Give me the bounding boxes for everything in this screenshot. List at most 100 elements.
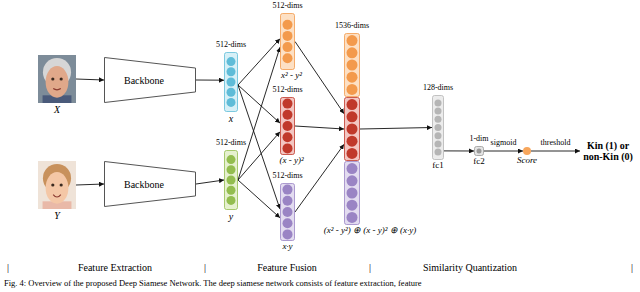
arrow-connector xyxy=(238,47,280,180)
vector-unit xyxy=(283,229,293,239)
vector-segment xyxy=(281,98,295,155)
backbone-block: Backbone xyxy=(104,57,196,103)
vector-graphic xyxy=(474,146,484,156)
arrow-connector xyxy=(196,180,224,184)
fc-layer: 128-dimsfc1 xyxy=(432,95,444,160)
trapezoid xyxy=(105,58,196,103)
vector-label: (x - y)² xyxy=(279,156,303,166)
vector-segment xyxy=(345,162,360,225)
score-dot: Score xyxy=(523,147,531,155)
vector-label: (x² - y²) ⊕ (x - y)² ⊕ (x·y) xyxy=(324,226,416,236)
vector-unit xyxy=(435,108,442,115)
eye xyxy=(51,183,54,186)
text-holder: Backbone xyxy=(104,57,196,103)
arrow-connector xyxy=(76,79,104,80)
vector-graphic xyxy=(280,183,295,241)
arrow-connector xyxy=(295,42,344,114)
vector-frame xyxy=(225,151,238,210)
vector-unit xyxy=(347,148,358,159)
vector-unit xyxy=(347,212,358,223)
mouth xyxy=(53,89,61,90)
vector-unit xyxy=(227,176,236,185)
vector-unit xyxy=(347,163,358,174)
vector-unit xyxy=(347,200,358,211)
vector-graphic xyxy=(432,95,444,160)
vector-frame xyxy=(345,34,360,97)
vector-segment xyxy=(475,147,484,156)
vector-unit xyxy=(477,149,482,154)
vector-unit xyxy=(227,196,236,205)
figure-caption: Fig. 4: Overview of the proposed Deep Si… xyxy=(4,279,422,288)
vector-unit xyxy=(283,185,293,195)
vector-unit xyxy=(227,78,236,87)
node-label: Kin (1) or non-Kin (0) xyxy=(580,140,636,162)
dimension-label: 512-dims xyxy=(216,139,246,148)
vector-unit xyxy=(283,121,293,131)
fc-layer: 1-dimfc2 xyxy=(474,146,484,156)
text-holder: Backbone xyxy=(104,161,196,207)
vector-label: y xyxy=(229,211,233,222)
vector-unit xyxy=(435,99,442,106)
trapezoid xyxy=(105,162,196,207)
fusion-vector: 512-dimsx² - y² xyxy=(280,13,295,70)
face-illustration xyxy=(38,161,76,209)
arrow-connector xyxy=(484,151,523,152)
vector-unit xyxy=(283,218,293,228)
arrow-connector xyxy=(238,180,280,218)
dimension-label: 512-dims xyxy=(272,172,302,181)
section-label: | xyxy=(631,262,633,273)
vector-frame xyxy=(345,162,360,225)
arrow-connector xyxy=(360,128,432,130)
vector-graphic xyxy=(224,150,238,210)
vector-label: Y xyxy=(54,210,60,221)
dimension-label: 512-dims xyxy=(216,41,246,50)
arrow-connector xyxy=(76,184,104,185)
text-holder: Kin (1) or non-Kin (0) xyxy=(580,138,636,164)
vector-unit xyxy=(227,186,236,195)
mouth xyxy=(53,195,61,197)
vector-unit xyxy=(283,42,293,52)
vector-unit xyxy=(227,165,236,174)
arrow-connector xyxy=(295,126,344,129)
vector-segment xyxy=(225,53,238,112)
eye xyxy=(51,77,54,80)
dimension-label: 1536-dims xyxy=(335,22,369,31)
vector-label: x·y xyxy=(282,242,292,252)
vector-unit xyxy=(347,35,358,46)
concat-vector: 1536-dims(x² - y²) ⊕ (x - y)² ⊕ (x·y) xyxy=(344,33,360,225)
vector-label: Score xyxy=(517,156,537,166)
eye xyxy=(60,77,63,80)
section-label: | xyxy=(7,262,9,273)
section-label: Similarity Quantization xyxy=(423,262,517,273)
vector-unit xyxy=(435,132,442,139)
node-label: Backbone xyxy=(124,75,164,86)
vector-unit xyxy=(283,31,293,41)
vector-unit xyxy=(347,124,358,135)
arrow-connector xyxy=(444,150,474,151)
vector-frame xyxy=(433,96,444,160)
vector-frame xyxy=(475,147,484,156)
vector-unit xyxy=(227,155,236,164)
vector-unit xyxy=(347,47,358,58)
arrow-connector xyxy=(531,151,580,152)
vector-frame xyxy=(345,98,360,161)
vector-graphic xyxy=(280,97,295,155)
vector-segment xyxy=(225,151,238,210)
vector-label: fc1 xyxy=(432,161,444,171)
vector-unit xyxy=(283,110,293,120)
vector-unit xyxy=(227,67,236,76)
vector-unit xyxy=(435,116,442,123)
dot xyxy=(523,147,531,155)
section-label: | xyxy=(204,262,206,273)
vector-unit xyxy=(283,196,293,206)
face xyxy=(46,66,69,98)
vector-unit xyxy=(227,88,236,97)
vector-frame xyxy=(225,53,238,112)
vector-unit xyxy=(227,57,236,66)
face xyxy=(46,172,69,204)
vector-unit xyxy=(283,143,293,153)
section-label: Feature Fusion xyxy=(257,262,317,273)
vector-unit xyxy=(347,175,358,186)
feature-vector: 512-dimsy xyxy=(224,150,238,210)
vector-graphic xyxy=(280,13,295,70)
